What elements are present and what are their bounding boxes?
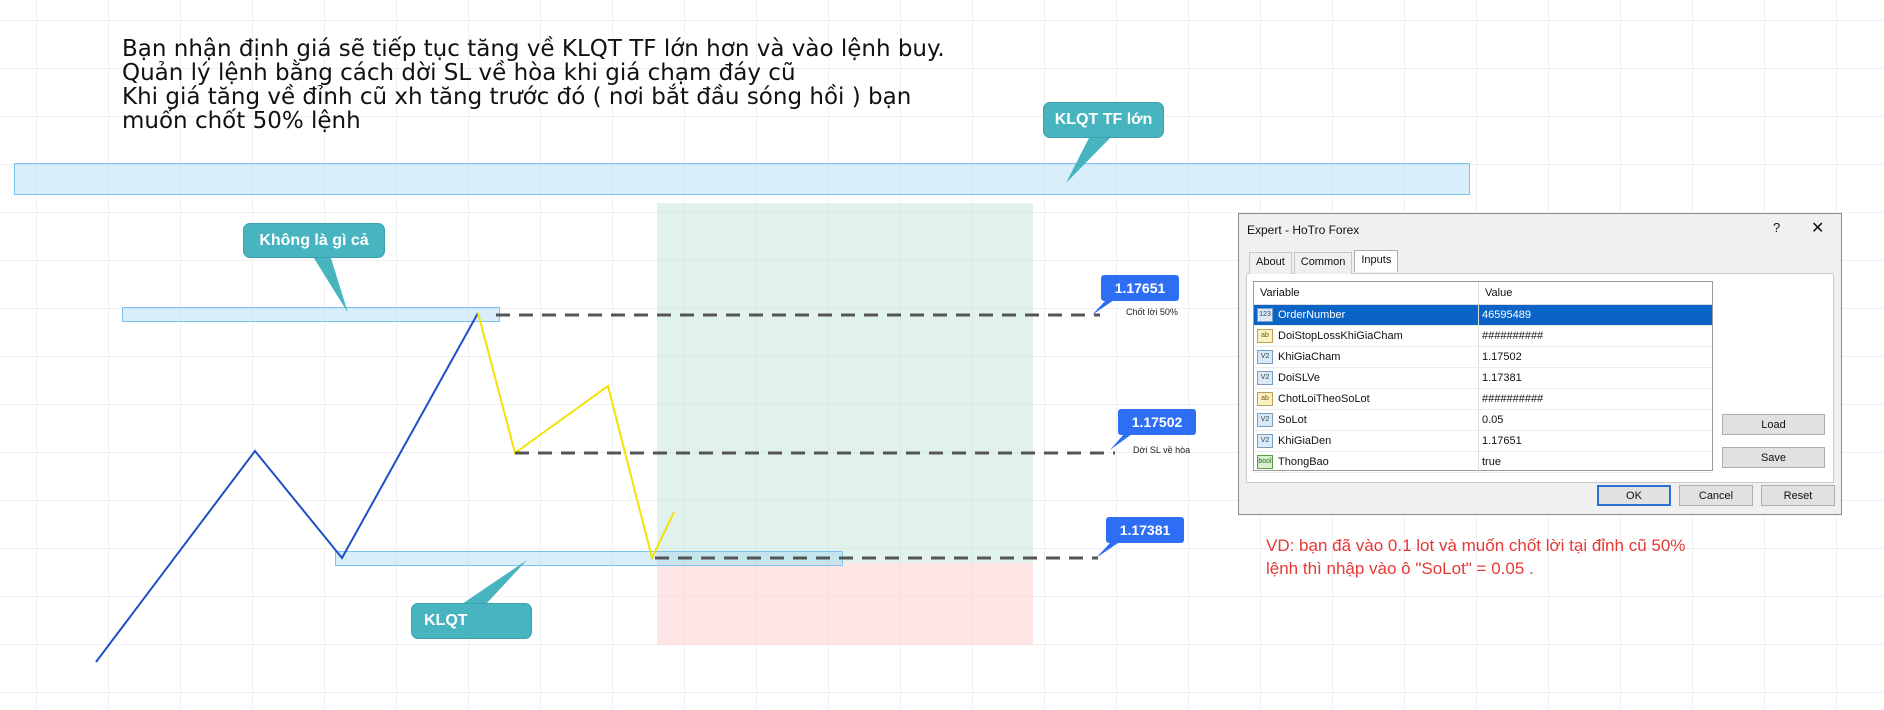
note-line: Khi giá tăng về đỉnh cũ xh tăng trước đó… bbox=[122, 84, 912, 110]
ok-button[interactable]: OK bbox=[1597, 485, 1671, 506]
table-row[interactable]: V2 SoLot 0.05 bbox=[1254, 410, 1712, 431]
variable-value[interactable]: ########## bbox=[1482, 330, 1544, 342]
table-row[interactable]: V2 KhiGiaCham 1.17502 bbox=[1254, 347, 1712, 368]
variable-name: SoLot bbox=[1278, 414, 1307, 426]
callout-pointer-klqt-tf-lon bbox=[1066, 136, 1112, 183]
column-header-value[interactable]: Value bbox=[1485, 287, 1513, 299]
variable-value[interactable]: ########## bbox=[1482, 393, 1544, 405]
cancel-button[interactable]: Cancel bbox=[1679, 485, 1753, 506]
double-type-icon: V2 bbox=[1257, 350, 1273, 364]
variable-name: OrderNumber bbox=[1278, 309, 1346, 321]
tab-common[interactable]: Common bbox=[1293, 252, 1353, 274]
trend-line bbox=[95, 312, 479, 663]
int-type-icon: 123 bbox=[1257, 308, 1273, 322]
inputs-table: Variable Value 123 OrderNumber 46595489 a… bbox=[1253, 281, 1713, 473]
note-line: Bạn nhận định giá sẽ tiếp tục tăng về KL… bbox=[122, 36, 945, 62]
bool-type-icon: bool bbox=[1257, 455, 1273, 469]
table-row[interactable]: V2 DoiSLVe 1.17381 bbox=[1254, 368, 1712, 389]
double-type-icon: V2 bbox=[1257, 413, 1273, 427]
callout-klqt-tf-lon[interactable]: KLQT TF lớn bbox=[1043, 102, 1164, 138]
double-type-icon: V2 bbox=[1257, 434, 1273, 448]
double-type-icon: V2 bbox=[1257, 371, 1273, 385]
variable-name: DoiStopLossKhiGiaCham bbox=[1278, 330, 1403, 342]
price-caption-take-profit: Chốt lời 50% bbox=[1126, 307, 1178, 317]
price-tag-breakeven[interactable]: 1.17502 bbox=[1118, 409, 1196, 435]
variable-value[interactable]: 1.17502 bbox=[1482, 351, 1522, 363]
callout-klqt[interactable]: KLQT bbox=[411, 603, 532, 639]
variable-value[interactable]: 0.05 bbox=[1482, 414, 1504, 426]
tab-inputs[interactable]: Inputs bbox=[1354, 250, 1399, 272]
variable-value[interactable]: 1.17651 bbox=[1482, 435, 1522, 447]
pullback-line bbox=[477, 312, 675, 561]
note-line: Quản lý lệnh bằng cách dời SL về hòa khi… bbox=[122, 60, 796, 86]
string-type-icon: ab bbox=[1257, 392, 1273, 406]
table-row[interactable]: ab ChotLoiTheoSoLot ########## bbox=[1254, 389, 1712, 410]
take-profit-zone[interactable] bbox=[657, 203, 1033, 563]
example-line: lệnh thì nhập vào ô "SoLot" = 0.05 . bbox=[1266, 559, 1534, 578]
table-header: Variable Value bbox=[1254, 282, 1712, 305]
callout-pointer-khong-la-gi bbox=[312, 255, 348, 313]
callout-khong-la-gi[interactable]: Không là gì cả bbox=[243, 223, 385, 258]
dialog-tabs: About Common Inputs bbox=[1249, 250, 1400, 274]
price-caption-breakeven: Dời SL về hòa bbox=[1133, 445, 1191, 455]
column-header-variable[interactable]: Variable bbox=[1254, 282, 1479, 304]
dialog-title: Expert - HoTro Forex bbox=[1247, 223, 1360, 237]
close-icon[interactable]: ✕ bbox=[1811, 220, 1825, 237]
string-type-icon: ab bbox=[1257, 329, 1273, 343]
example-line: VD: bạn đã vào 0.1 lot và muốn chốt lời … bbox=[1266, 536, 1686, 555]
price-tag-take-profit[interactable]: 1.17651 bbox=[1101, 275, 1179, 301]
table-row[interactable]: ab DoiStopLossKhiGiaCham ########## bbox=[1254, 326, 1712, 347]
variable-value[interactable]: 1.17381 bbox=[1482, 372, 1522, 384]
variable-name: KhiGiaDen bbox=[1278, 435, 1332, 447]
klqt-tf-lon-zone[interactable] bbox=[14, 163, 1470, 195]
stop-loss-zone[interactable] bbox=[657, 563, 1033, 645]
variable-name: DoiSLVe bbox=[1278, 372, 1320, 384]
reset-button[interactable]: Reset bbox=[1761, 485, 1835, 506]
price-tag-stop-loss[interactable]: 1.17381 bbox=[1106, 517, 1184, 543]
load-button[interactable]: Load bbox=[1722, 414, 1825, 435]
save-button[interactable]: Save bbox=[1722, 447, 1825, 468]
callout-pointer-klqt bbox=[462, 560, 527, 604]
tab-about[interactable]: About bbox=[1249, 252, 1292, 274]
price-tag-pointer-3 bbox=[1096, 543, 1118, 558]
variable-value[interactable]: true bbox=[1482, 456, 1501, 468]
instruction-note: Bạn nhận định giá sẽ tiếp tục tăng về KL… bbox=[122, 37, 945, 133]
variable-name: KhiGiaCham bbox=[1278, 351, 1341, 363]
variable-name: ChotLoiTheoSoLot bbox=[1278, 393, 1370, 405]
help-icon[interactable]: ? bbox=[1773, 220, 1781, 235]
example-note: VD: bạn đã vào 0.1 lot và muốn chốt lời … bbox=[1266, 534, 1685, 580]
variable-name: ThongBao bbox=[1278, 456, 1329, 468]
price-tag-pointer-1 bbox=[1092, 300, 1114, 315]
table-row[interactable]: bool ThongBao true bbox=[1254, 452, 1712, 473]
price-tag-pointer-2 bbox=[1110, 434, 1132, 450]
table-row[interactable]: 123 OrderNumber 46595489 bbox=[1254, 305, 1712, 326]
table-row[interactable]: V2 KhiGiaDen 1.17651 bbox=[1254, 431, 1712, 452]
expert-settings-dialog: Expert - HoTro Forex ? ✕ About Common In… bbox=[1238, 213, 1842, 515]
note-line: muốn chốt 50% lệnh bbox=[122, 108, 361, 134]
variable-value[interactable]: 46595489 bbox=[1482, 309, 1531, 321]
